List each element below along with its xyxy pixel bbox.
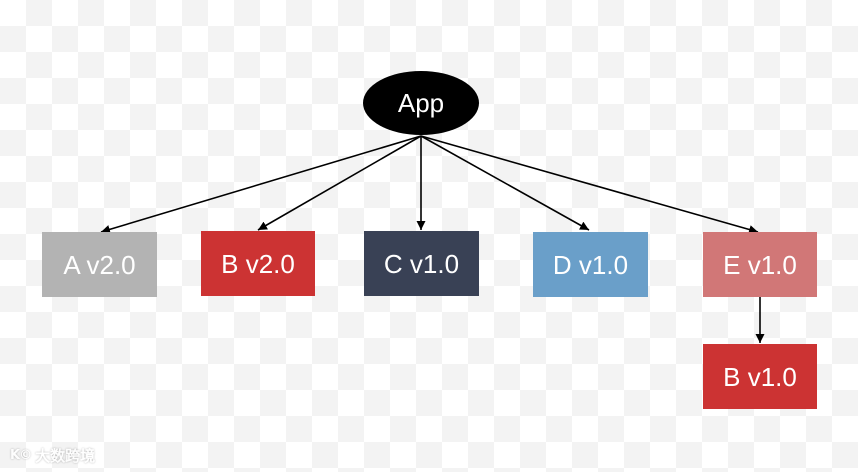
edge-app-to-a2: [100, 135, 422, 234]
node-b1: B v1.0: [703, 344, 817, 409]
node-app: App: [363, 71, 479, 135]
node-e1-box: [703, 232, 817, 297]
watermark-logo-icon: K©: [10, 447, 32, 463]
node-e1: E v1.0: [703, 232, 817, 297]
node-b1-box: [703, 344, 817, 409]
watermark-text: 大数跨境: [35, 446, 96, 465]
node-c1: C v1.0: [364, 231, 479, 296]
node-b2-box: [201, 231, 315, 296]
node-c1-label: C v1.0: [384, 249, 459, 279]
watermark: K© 大数跨境: [10, 444, 95, 466]
node-e1-label: E v1.0: [723, 250, 797, 280]
node-b2-label: B v2.0: [221, 249, 295, 279]
node-a2-box: [42, 232, 157, 297]
edge-app-to-e1: [420, 135, 759, 234]
node-c1-box: [364, 231, 479, 296]
node-d1-box: [533, 232, 648, 297]
node-d1: D v1.0: [533, 232, 648, 297]
edge-app-to-d1: [420, 135, 590, 231]
node-b2: B v2.0: [201, 231, 315, 296]
node-a2: A v2.0: [42, 232, 157, 297]
node-a2-label: A v2.0: [63, 250, 135, 280]
edge-app-to-b2: [257, 135, 422, 231]
edges: [100, 135, 765, 343]
node-d1-label: D v1.0: [553, 250, 628, 280]
node-app-shape: [363, 71, 479, 135]
node-b1-label: B v1.0: [723, 362, 797, 392]
node-app-label: App: [398, 88, 444, 118]
